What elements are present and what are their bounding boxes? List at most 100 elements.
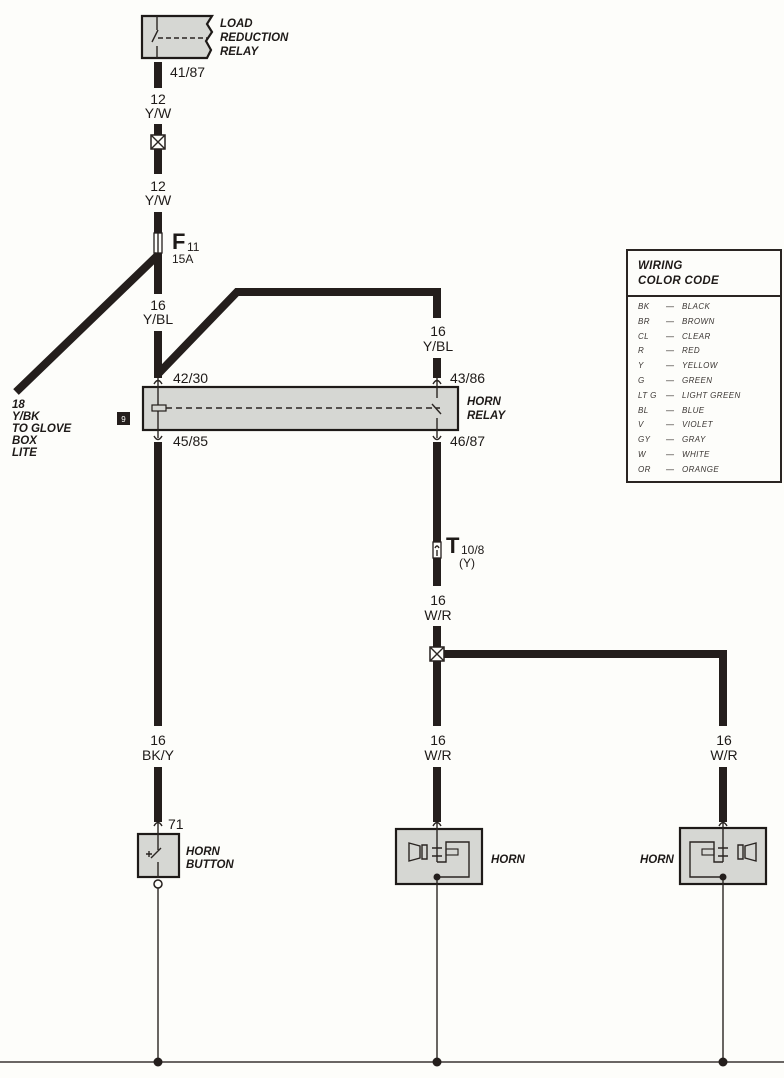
legend-row: Y—YELLOW	[628, 359, 780, 374]
location-badge-number: 9	[121, 415, 126, 424]
legend-color-name: VIOLET	[682, 420, 713, 430]
terminal-43-86: 43/86	[450, 370, 485, 386]
glove-box-label-3: TO GLOVE	[12, 423, 72, 435]
wire-color: Y/W	[145, 192, 172, 208]
legend-code: BK	[638, 302, 650, 311]
legend-color-name: WHITE	[682, 449, 710, 459]
legend-dash: —	[666, 464, 675, 474]
horn-right-label: HORN	[640, 854, 675, 866]
fuse-f11: F 11 15A	[153, 229, 200, 266]
push-switch-icon	[150, 822, 162, 878]
fuse-rating: 15A	[172, 252, 193, 266]
legend-code: G	[638, 375, 645, 385]
relay-switch-icon	[151, 16, 159, 58]
legend-color-name: GREEN	[682, 375, 713, 385]
legend-code: BL	[638, 405, 649, 415]
wire-w7: 16 W/R	[424, 661, 452, 822]
wire-w1: 12 Y/W	[145, 62, 172, 135]
wire-color: Y/BL	[423, 338, 454, 354]
legend-code: BR	[638, 316, 650, 326]
wire-color: W/R	[424, 747, 451, 763]
glove-box-label-5: LITE	[12, 447, 37, 459]
wire-w6: 16 BK/Y	[142, 442, 175, 822]
wire-gauge: 16	[430, 323, 446, 339]
legend-color-name: BLUE	[682, 405, 705, 415]
horn-left-label: HORN	[491, 854, 526, 866]
legend-row: BR — BROWN	[628, 315, 780, 330]
terminal-42-30: 42/30	[173, 370, 208, 386]
connector-t10-8: T 10/8 (Y)	[432, 533, 485, 586]
connector-color: (Y)	[459, 556, 475, 570]
legend-color-name: ORANGE	[682, 464, 720, 474]
legend-title-line-1: WIRING	[638, 260, 683, 272]
legend-dash: —	[666, 390, 675, 400]
legend-color-name: RED	[682, 346, 701, 356]
terminal-46-87: 46/87	[450, 433, 485, 449]
legend-code: GY	[638, 435, 651, 445]
legend-dash: —	[666, 420, 675, 430]
legend-color-name: CLEAR	[682, 331, 711, 341]
legend-row: GY—GRAY	[628, 433, 780, 448]
wire-gauge: 16	[150, 732, 166, 748]
ground-junction	[432, 1057, 442, 1067]
load-reduction-label-1: LOAD	[220, 18, 253, 30]
wire-w5: 16 W/R	[424, 592, 452, 647]
wire-gauge: 16	[430, 592, 446, 608]
legend-dash: —	[666, 375, 675, 385]
wire-gauge: 16	[716, 732, 732, 748]
glove-box-label-2: Y/BK	[12, 411, 40, 423]
wire-gauge: 16	[150, 297, 166, 313]
terminal-45-85: 45/85	[173, 433, 208, 449]
legend-dash: —	[666, 405, 675, 415]
horn-button-label-2: BUTTON	[186, 859, 234, 871]
terminal-71: 71	[168, 816, 184, 832]
legend-dash: —	[666, 302, 675, 311]
legend-title: WIRING COLOR CODE	[628, 251, 780, 297]
glove-box-label-4: BOX	[12, 435, 38, 447]
load-reduction-label-2: REDUCTION	[220, 32, 289, 44]
legend-color-name: LIGHT GREEN	[682, 390, 741, 400]
legend-row: BL — BLUE	[628, 404, 780, 419]
horn-button-label-1: HORN	[186, 846, 221, 858]
wire-gauge: 12	[150, 178, 166, 194]
legend-color-name: BROWN	[682, 316, 715, 326]
wire-color: BK/Y	[142, 747, 175, 763]
horn-button: 71 HORN BUTTON	[136, 816, 234, 1062]
legend-dash: —	[666, 449, 675, 459]
legend-code: LT G	[638, 390, 657, 400]
legend-dash: —	[666, 346, 675, 356]
legend-row: W — WHITE	[628, 448, 780, 463]
wire-gauge: 16	[430, 732, 446, 748]
wire-gauge: 12	[150, 91, 166, 107]
legend-code: R	[638, 346, 645, 356]
legend-row: CL—CLEAR	[628, 330, 780, 345]
legend-dash: —	[666, 316, 675, 326]
legend-code: Y	[638, 361, 644, 371]
ground-junction	[718, 1057, 728, 1067]
legend-code: OR	[638, 464, 651, 474]
legend-code: W	[638, 449, 646, 459]
wire-color: Y/W	[145, 105, 172, 121]
legend-row: G — GREEN	[628, 374, 780, 389]
connector-number: 10/8	[461, 543, 485, 557]
fuse-number: 11	[187, 240, 200, 254]
horn-speaker-icon	[408, 842, 428, 862]
legend-title-line-2: COLOR CODE	[638, 275, 719, 287]
legend-color-name: YELLOW	[682, 361, 718, 371]
wire-color: W/R	[710, 747, 737, 763]
legend-code: CL	[638, 331, 650, 341]
horn-relay-label-1: HORN	[467, 396, 502, 408]
horn-speaker-icon	[737, 842, 757, 862]
legend-color-name: BLACK	[682, 302, 711, 311]
relay-coil-icon	[151, 404, 167, 412]
splice-connector-1	[150, 134, 166, 150]
legend-row: LT G — LIGHT GREEN	[628, 389, 780, 404]
load-reduction-relay: LOAD REDUCTION RELAY 41/87	[140, 14, 289, 80]
legend-row: R — RED	[628, 344, 780, 359]
connector-letter: T	[446, 533, 460, 558]
wire-glove-box: 18 Y/BK TO GLOVE BOX LITE	[12, 252, 161, 459]
load-reduction-label-3: RELAY	[220, 46, 259, 58]
legend-row: V—VIOLET	[628, 418, 780, 433]
